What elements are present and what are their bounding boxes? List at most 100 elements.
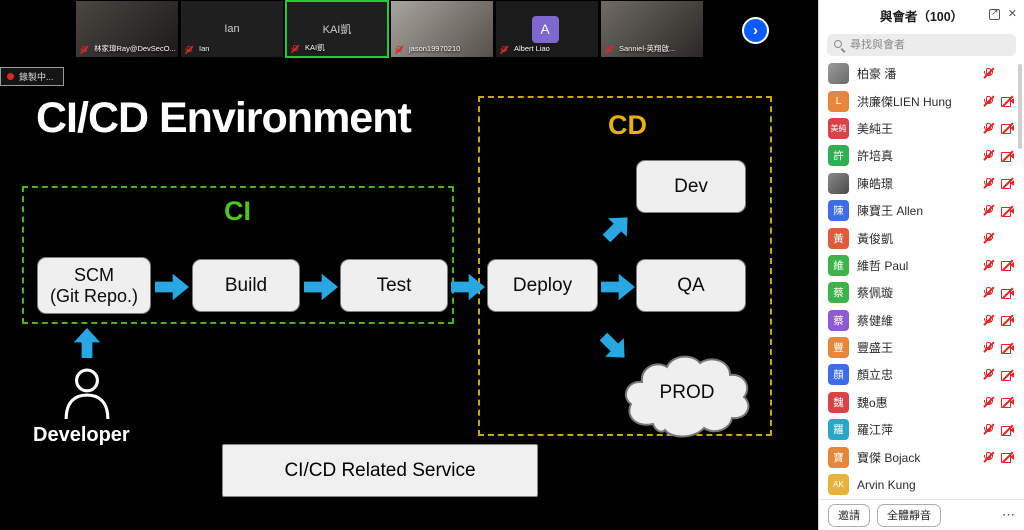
cd-region-label: CD [608, 110, 647, 140]
participant-row[interactable]: 蔡 蔡佩璇 [819, 279, 1024, 306]
chevron-right-icon: › [753, 22, 758, 39]
video-thumbnail[interactable]: A Albert Liao [495, 0, 599, 58]
video-off-icon [1001, 205, 1015, 217]
mic-muted-icon [982, 259, 994, 272]
participant-name: 蔡佩璇 [857, 286, 894, 301]
avatar [828, 63, 849, 85]
avatar: 魏 [828, 391, 849, 413]
video-off-icon [1001, 150, 1015, 162]
mic-muted-icon [982, 368, 994, 381]
ci-region-label: CI [224, 196, 251, 226]
thumbnail-center-name: Ian [224, 23, 240, 35]
video-off-icon [1001, 396, 1015, 409]
mic-muted-icon [982, 204, 994, 217]
node-qa: QA [636, 259, 746, 312]
video-off-icon [1001, 451, 1015, 464]
video-thumbnail-strip: 林家瑋Ray@DevSecO... Ian Ian KAI凱 KAI凱 jaso [75, 0, 705, 60]
video-off-icon [1001, 369, 1015, 381]
participant-row[interactable]: 柏豪 潘 [819, 60, 1024, 87]
mic-muted-icon [79, 45, 88, 55]
invite-button[interactable]: 邀請 [828, 503, 870, 527]
thumbnail-name-label: jason19970210 [409, 44, 461, 53]
popout-icon[interactable] [989, 7, 1000, 20]
avatar: AK [828, 474, 849, 496]
mic-muted-icon [982, 341, 994, 354]
video-off-icon [1001, 177, 1015, 190]
node-test: Test [340, 259, 448, 312]
participants-panel-footer: 邀請 全體靜音 ⋯ [819, 499, 1024, 530]
mic-muted-icon [982, 286, 994, 299]
mic-muted-icon [982, 451, 994, 464]
thumbnail-center-name: KAI凱 [322, 24, 352, 36]
participant-row[interactable]: 許 許培真 [819, 142, 1024, 169]
thumbnail-name-label: Sanniel-英翔啟... [619, 44, 676, 53]
mic-muted-icon [982, 149, 994, 162]
participant-row[interactable]: 魏 魏o惠 [819, 389, 1024, 416]
avatar: 許 [828, 145, 849, 167]
participant-row[interactable]: 羅 羅江萍 [819, 416, 1024, 443]
node-scm: SCM (Git Repo.) [37, 257, 151, 314]
participant-row[interactable]: 陳皓璟 [819, 170, 1024, 197]
participant-name: 柏豪 潘 [857, 67, 897, 82]
avatar: 寶 [828, 446, 849, 468]
video-thumbnail[interactable]: jason19970210 [390, 0, 494, 58]
avatar: 陳 [828, 200, 849, 222]
node-deploy: Deploy [487, 259, 598, 312]
cd-dashed-region [478, 96, 772, 436]
node-prod-cloud: PROD [620, 352, 754, 440]
participant-name: 顏立忠 [857, 368, 894, 383]
video-off-icon [1001, 342, 1015, 354]
participant-row[interactable]: AK Arvin Kung [819, 471, 1024, 498]
mic-muted-icon [604, 45, 613, 55]
participant-row[interactable]: 豐 豐盛王 [819, 334, 1024, 361]
participant-name: 羅江萍 [857, 423, 894, 438]
recording-dot-icon [7, 73, 14, 80]
participant-row[interactable]: 維 維哲 Paul [819, 252, 1024, 279]
node-build: Build [192, 259, 300, 312]
mic-muted-icon [982, 423, 994, 436]
mute-all-button[interactable]: 全體靜音 [877, 503, 941, 527]
video-thumbnail[interactable]: KAI凱 KAI凱 [285, 0, 389, 58]
participant-name: 寶傑 Bojack [857, 450, 921, 465]
participant-name: 洪廉傑LIEN Hung [857, 94, 952, 109]
developer-person-icon [64, 368, 110, 420]
video-thumbnail[interactable]: Sanniel-英翔啟... [600, 0, 704, 58]
participant-row[interactable]: 顏 顏立忠 [819, 361, 1024, 388]
participant-name: 美純王 [857, 121, 894, 136]
video-thumbnail[interactable]: 林家瑋Ray@DevSecO... [75, 0, 179, 58]
mic-muted-icon [982, 232, 994, 245]
avatar: 蔡 [828, 309, 849, 331]
service-box: CI/CD Related Service [222, 444, 538, 497]
search-input[interactable] [850, 39, 1009, 51]
close-icon[interactable]: ✕ [1007, 8, 1017, 20]
participant-list: 柏豪 潘 L 洪廉傑LIEN Hung 美純 美純王 許 許培真 陳皓璟 [819, 60, 1024, 498]
avatar: 羅 [828, 419, 849, 441]
next-page-button[interactable]: › [742, 17, 769, 44]
participant-row[interactable]: 美純 美純王 [819, 115, 1024, 142]
participant-name: 黃俊凱 [857, 231, 894, 246]
ci-dashed-region [22, 186, 454, 324]
avatar: L [828, 90, 849, 112]
avatar: 顏 [828, 364, 849, 386]
avatar: 黃 [828, 227, 849, 249]
participant-search[interactable] [827, 34, 1016, 56]
avatar: 美純 [828, 117, 849, 139]
participant-name: 陳皓璟 [857, 176, 894, 191]
video-off-icon [1001, 424, 1015, 436]
more-options-button[interactable]: ⋯ [1002, 507, 1015, 522]
participant-row[interactable]: 蔡 蔡健維 [819, 307, 1024, 334]
avatar [828, 172, 849, 194]
scm-label-line2: (Git Repo.) [49, 285, 139, 306]
video-off-icon [1001, 95, 1015, 108]
participants-panel: 與會者（100） ✕ 柏豪 潘 L 洪廉傑LIEN Hung 美純 美純王 [818, 0, 1024, 530]
participant-row[interactable]: L 洪廉傑LIEN Hung [819, 87, 1024, 114]
avatar: 豐 [828, 337, 849, 359]
participant-name: 魏o惠 [857, 395, 888, 410]
participant-row[interactable]: 寶 寶傑 Bojack [819, 443, 1024, 470]
scrollbar[interactable] [1018, 64, 1022, 149]
participant-row[interactable]: 陳 陳寶王 Allen [819, 197, 1024, 224]
participant-row[interactable]: 黃 黃俊凱 [819, 224, 1024, 251]
video-thumbnail[interactable]: Ian Ian [180, 0, 284, 58]
participant-name: 維哲 Paul [857, 258, 909, 273]
